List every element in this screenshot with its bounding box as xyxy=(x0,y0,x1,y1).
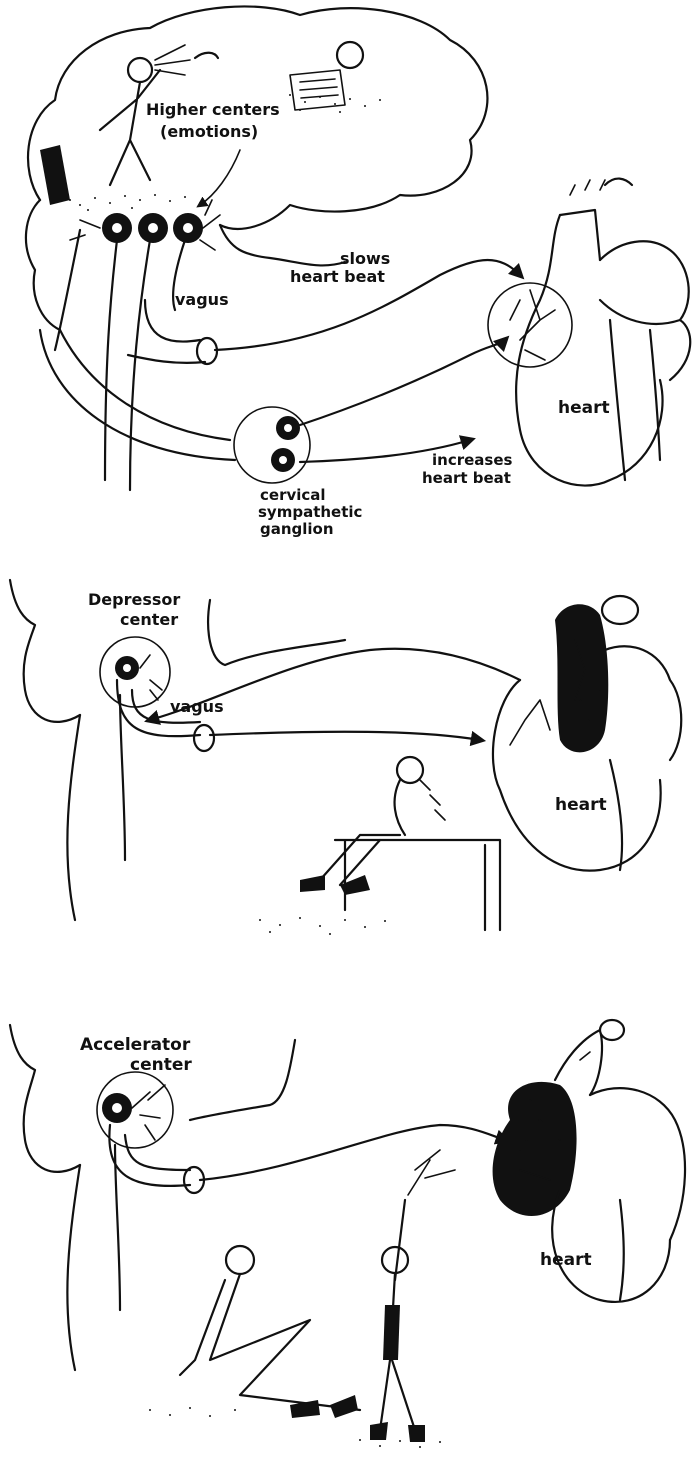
neuron-body xyxy=(138,213,168,243)
label-heart-3: heart xyxy=(540,1250,592,1270)
label-higher-centers: Higher centers xyxy=(146,100,280,119)
neuron-body xyxy=(102,213,132,243)
accelerator-neuron xyxy=(102,1093,132,1123)
label-accelerator-center: center xyxy=(130,1055,192,1075)
panel-1-higher-centers: Higher centers (emotions) slows heart be… xyxy=(26,6,690,538)
label-accelerator: Accelerator xyxy=(80,1035,191,1055)
stipple-ground xyxy=(259,917,386,935)
label-depressor: Depressor xyxy=(88,590,180,609)
crying-figure xyxy=(300,757,445,895)
label-increases-heart-beat: heart beat xyxy=(422,469,511,487)
label-heart-2: heart xyxy=(555,795,607,815)
neuron-body xyxy=(173,213,203,243)
label-heart-1: heart xyxy=(558,398,610,418)
label-emotions: (emotions) xyxy=(160,122,258,141)
cervical-ganglion xyxy=(234,407,310,483)
label-vagus-1: vagus xyxy=(175,290,229,309)
panel-3-accelerator: Accelerator center heart xyxy=(10,1020,685,1448)
label-increases: increases xyxy=(432,451,513,469)
label-cervical: cervical xyxy=(260,486,326,504)
label-slows: slows xyxy=(340,249,390,268)
label-slows-heart-beat: heart beat xyxy=(290,267,385,286)
heart-panel-2 xyxy=(493,596,681,871)
label-ganglion: ganglion xyxy=(260,520,334,538)
label-depressor-center: center xyxy=(120,610,178,629)
heart-panel-1 xyxy=(488,179,690,486)
smoking-figure xyxy=(370,1150,455,1442)
panel-2-depressor: Depressor center vagus heart xyxy=(10,580,681,935)
label-sympathetic: sympathetic xyxy=(258,503,362,521)
label-vagus-2: vagus xyxy=(170,697,224,716)
tired-figure xyxy=(180,1246,360,1418)
depressor-neuron xyxy=(115,656,139,680)
reading-figure xyxy=(290,42,363,110)
